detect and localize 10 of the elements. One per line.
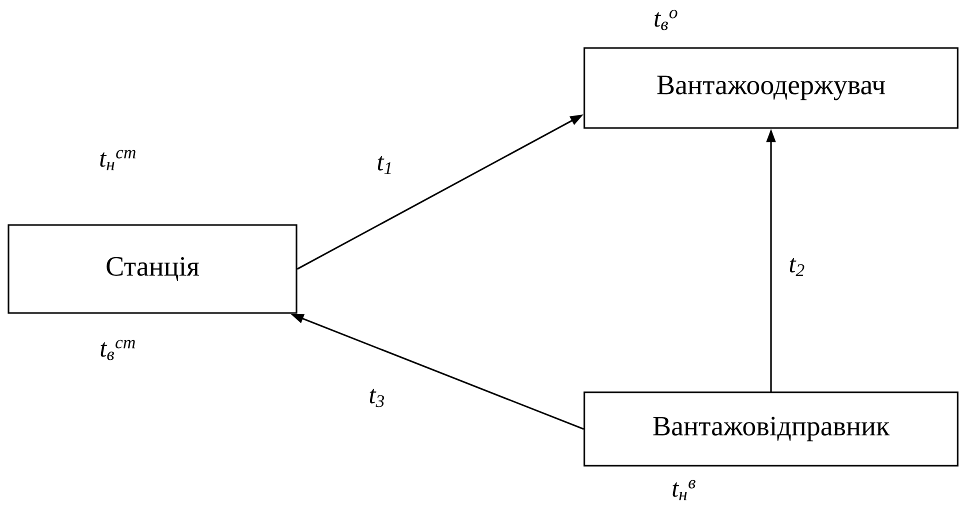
box: Вантажовідправник <box>584 392 958 466</box>
time-label: t$_{н}$ст <box>100 150 136 170</box>
box: Станція <box>8 224 298 314</box>
time-label: t$_{н}$в <box>672 480 696 500</box>
box: Вантажоодержувач <box>584 47 958 129</box>
edge-label: t$_{3}$ <box>370 388 384 408</box>
edge-label: t$_{1}$ <box>378 156 391 174</box>
time-label: t$_{в}$ст <box>100 340 135 360</box>
time-label: t$_{в}$о <box>654 10 678 30</box>
edge-label: t$_{2}$ <box>790 258 804 276</box>
